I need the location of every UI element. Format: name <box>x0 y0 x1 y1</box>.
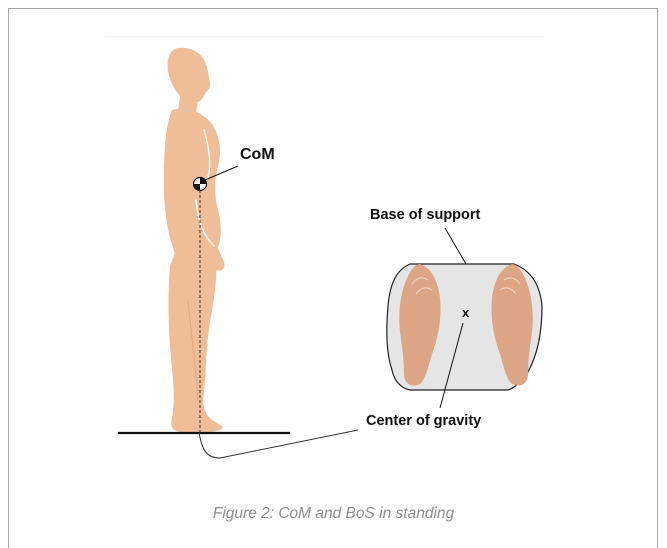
standing-body-figure <box>164 48 225 432</box>
center-of-gravity-label: Center of gravity <box>366 413 481 429</box>
center-marker-x: x <box>462 305 470 320</box>
com-marker-icon <box>194 178 207 191</box>
image-top-edge <box>105 36 545 37</box>
figure-caption: Figure 2: CoM and BoS in standing <box>0 505 667 523</box>
base-leader-line <box>445 228 466 264</box>
com-label: CoM <box>240 146 275 163</box>
base-of-support-label: Base of support <box>370 207 481 223</box>
ground-connector-line <box>199 430 358 458</box>
